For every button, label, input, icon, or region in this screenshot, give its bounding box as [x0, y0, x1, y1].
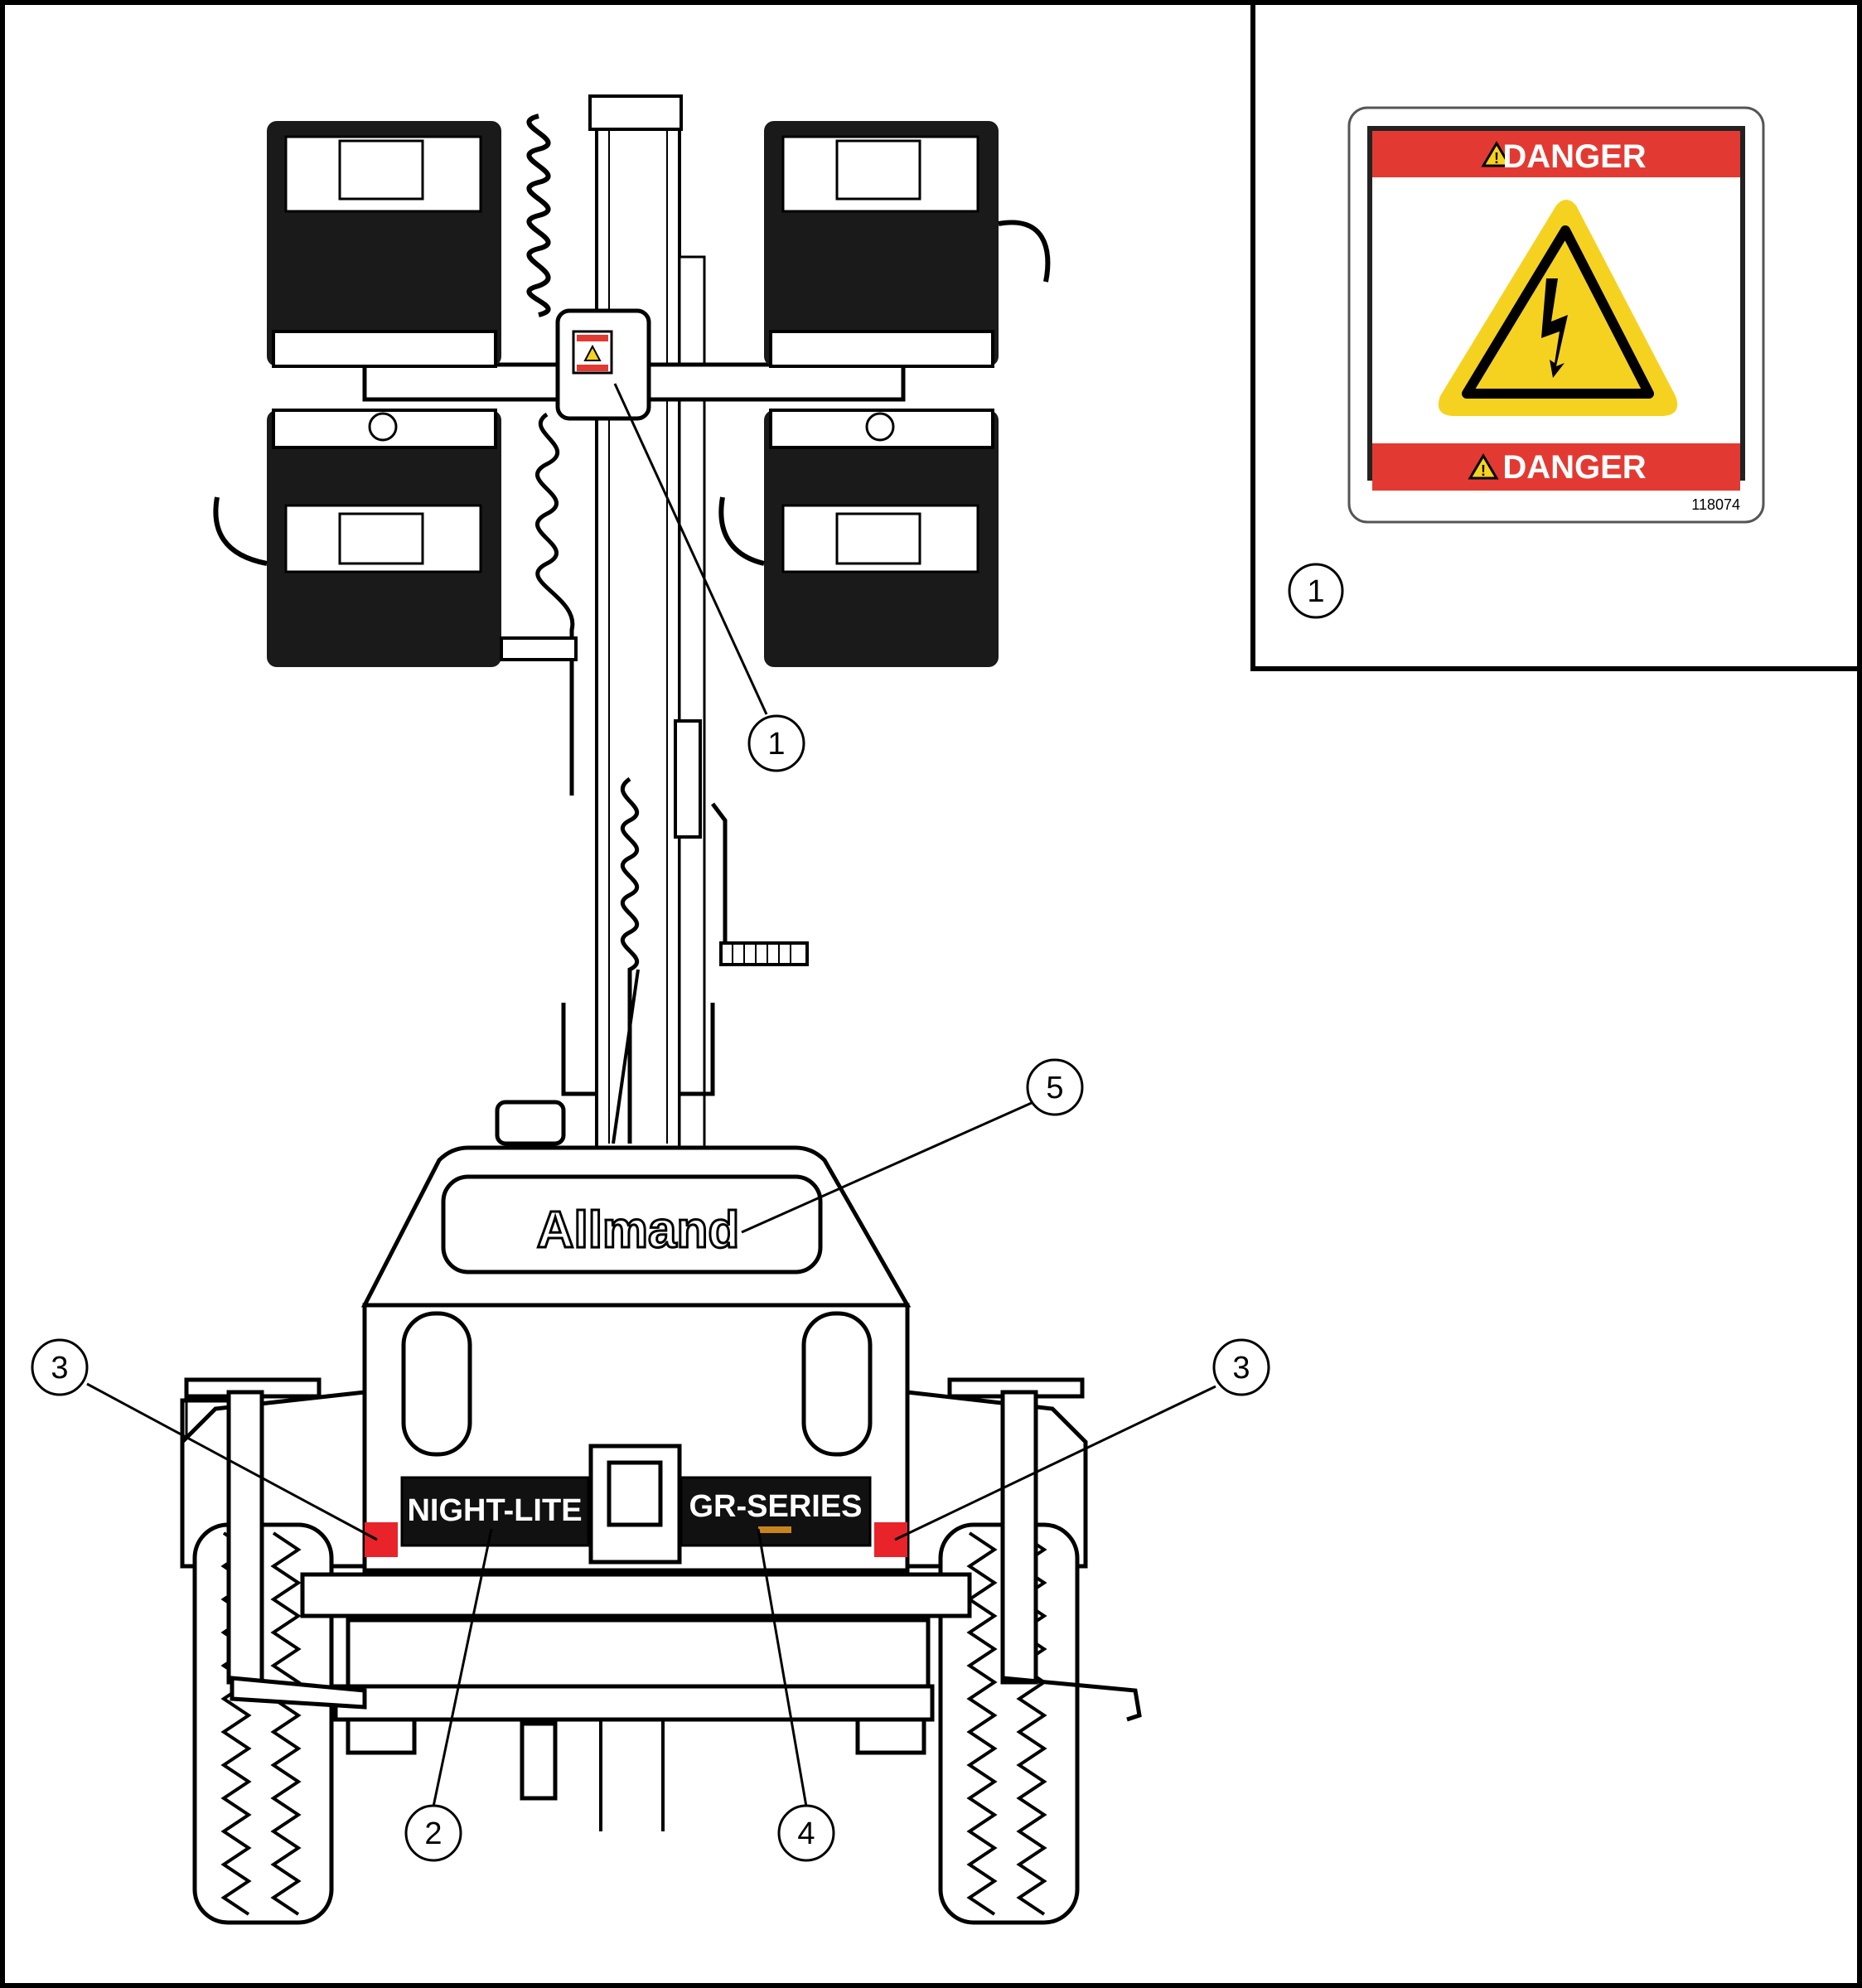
- gr-series-label: GR-SERIES: [689, 1489, 862, 1524]
- trailer-body: [180, 1100, 1142, 1925]
- svg-text:3: 3: [51, 1351, 68, 1386]
- light-tower: [362, 94, 906, 1154]
- svg-text:4: 4: [797, 1816, 815, 1851]
- night-lite-panel: NIGHT-LITE: [400, 1476, 590, 1547]
- svg-text:3: 3: [1232, 1351, 1250, 1386]
- callout-1-inset: 1: [1288, 563, 1344, 619]
- flood-light-top-left: [267, 121, 501, 368]
- decal-footer-text: DANGER: [1502, 449, 1646, 486]
- leader-line-5: [741, 1100, 1034, 1234]
- night-lite-label: NIGHT-LITE: [407, 1493, 582, 1528]
- cable-connector: [500, 636, 578, 661]
- flood-light-top-right: [764, 121, 1051, 368]
- leader-line-4: [757, 1528, 808, 1807]
- svg-text:1: 1: [767, 727, 785, 762]
- callout-3-right: 3: [1212, 1338, 1270, 1396]
- callout-3-left: 3: [31, 1338, 89, 1396]
- svg-text:!: !: [1481, 462, 1486, 479]
- callout-1: 1: [747, 714, 805, 772]
- leader-line-2: [432, 1528, 493, 1807]
- gr-series-panel: GR-SERIES: [680, 1476, 872, 1547]
- decal-header-text: DANGER: [1502, 138, 1646, 175]
- warning-small-icon: !: [1468, 453, 1499, 480]
- callout-4: 4: [777, 1804, 835, 1862]
- callout-5: 5: [1026, 1058, 1084, 1116]
- safety-chains: [599, 1720, 665, 1831]
- allmand-logo: Allmand: [535, 1201, 741, 1260]
- electrical-hazard-icon: [1438, 200, 1678, 416]
- leader-line-3-left: [86, 1382, 378, 1541]
- flood-light-bottom-right: [718, 409, 999, 667]
- decal-footer-bar: [1372, 443, 1740, 491]
- svg-text:Allmand: Allmand: [537, 1202, 740, 1259]
- tail-light-left: [365, 1522, 398, 1557]
- svg-text:5: 5: [1046, 1071, 1063, 1105]
- leader-line-1: [613, 383, 768, 715]
- warning-small-icon: !: [1481, 141, 1512, 167]
- svg-text:2: 2: [424, 1816, 442, 1851]
- callout-2: 2: [404, 1804, 462, 1862]
- decal-part-number: 118074: [1691, 496, 1740, 513]
- danger-decal: ! ! DANGER DANGER 118074: [1347, 106, 1765, 524]
- flood-light-bottom-left: [213, 409, 501, 667]
- tail-light-right: [874, 1522, 907, 1557]
- leader-line-3-right: [894, 1385, 1216, 1541]
- decal-header-bar: [1372, 131, 1740, 177]
- svg-text:!: !: [1494, 150, 1499, 167]
- svg-text:1: 1: [1307, 574, 1324, 609]
